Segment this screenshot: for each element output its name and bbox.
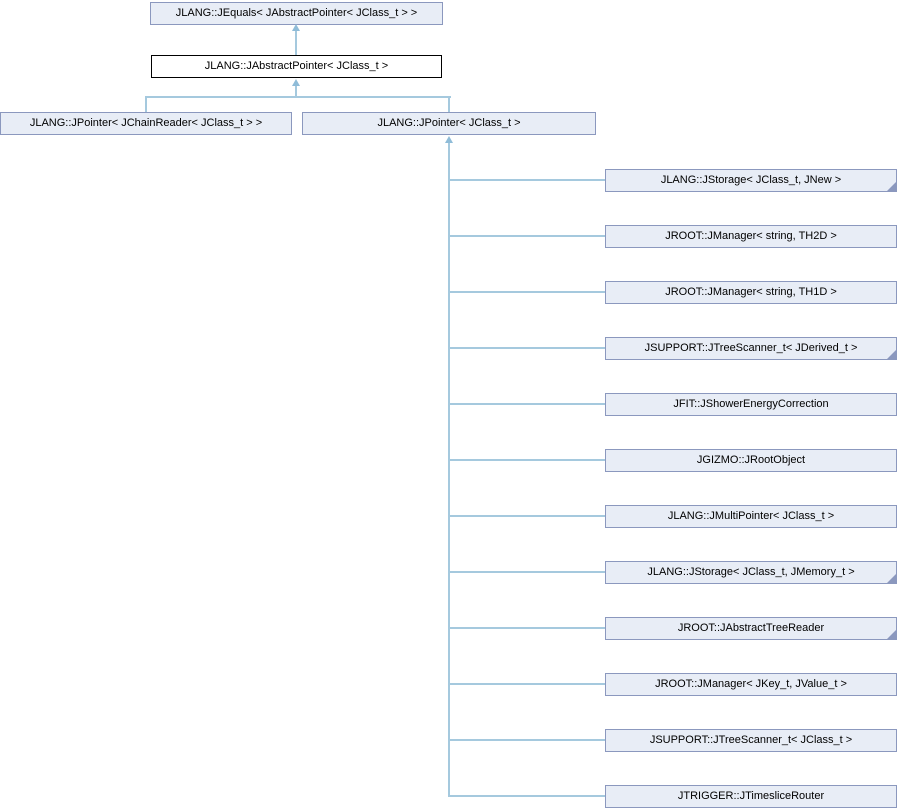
- edge-stub: [450, 739, 605, 741]
- class-node-jmanager-jkey-jvalue[interactable]: JROOT::JManager< JKey_t, JValue_t >: [605, 673, 897, 696]
- edge-stub: [450, 459, 605, 461]
- edge-stub: [450, 291, 605, 293]
- subclasses-fold-icon: [887, 182, 896, 191]
- class-node-label: JROOT::JManager< string, TH1D >: [665, 286, 837, 298]
- class-node-label: JROOT::JManager< string, TH2D >: [665, 230, 837, 242]
- inheritance-arrow-icon: [445, 136, 453, 143]
- edge-stub: [450, 403, 605, 405]
- class-node-jequals[interactable]: JLANG::JEquals< JAbstractPointer< JClass…: [150, 2, 443, 25]
- class-node-label: JTRIGGER::JTimesliceRouter: [677, 790, 825, 802]
- inheritance-arrow-icon: [292, 24, 300, 31]
- edge-stub: [450, 571, 605, 573]
- class-node-label: JGIZMO::JRootObject: [696, 454, 806, 466]
- class-node-jmultipointer[interactable]: JLANG::JMultiPointer< JClass_t >: [605, 505, 897, 528]
- class-node-jstorage-jmemory[interactable]: JLANG::JStorage< JClass_t, JMemory_t >: [605, 561, 897, 584]
- class-node-label: JLANG::JStorage< JClass_t, JMemory_t >: [647, 566, 855, 578]
- class-node-jmanager-th2d[interactable]: JROOT::JManager< string, TH2D >: [605, 225, 897, 248]
- class-node-label: JSUPPORT::JTreeScanner_t< JClass_t >: [649, 734, 853, 746]
- class-node-jtreescanner-jclass[interactable]: JSUPPORT::JTreeScanner_t< JClass_t >: [605, 729, 897, 752]
- class-node-jtreescanner-jderived[interactable]: JSUPPORT::JTreeScanner_t< JDerived_t >: [605, 337, 897, 360]
- inheritance-arrow-icon: [292, 79, 300, 86]
- edge-derived-trunk: [448, 143, 450, 797]
- class-node-jabstractpointer: JLANG::JAbstractPointer< JClass_t >: [151, 55, 442, 78]
- subclasses-fold-icon: [887, 350, 896, 359]
- class-node-label: JLANG::JMultiPointer< JClass_t >: [667, 510, 835, 522]
- edge-stub: [450, 347, 605, 349]
- class-node-label: JSUPPORT::JTreeScanner_t< JDerived_t >: [644, 342, 858, 354]
- class-node-jmanager-th1d[interactable]: JROOT::JManager< string, TH1D >: [605, 281, 897, 304]
- edge-stub: [450, 179, 605, 181]
- class-node-jpointer-chainreader[interactable]: JLANG::JPointer< JChainReader< JClass_t …: [0, 112, 292, 135]
- edge-stub: [450, 683, 605, 685]
- class-node-jstorage-jnew[interactable]: JLANG::JStorage< JClass_t, JNew >: [605, 169, 897, 192]
- edge-children-tee: [145, 96, 451, 98]
- class-node-label: JROOT::JAbstractTreeReader: [677, 622, 825, 634]
- class-node-jrootobject[interactable]: JGIZMO::JRootObject: [605, 449, 897, 472]
- class-node-label: JLANG::JStorage< JClass_t, JNew >: [660, 174, 842, 186]
- subclasses-fold-icon: [887, 630, 896, 639]
- class-node-jabstracttreereader[interactable]: JROOT::JAbstractTreeReader: [605, 617, 897, 640]
- edge-children-stem: [295, 86, 297, 96]
- subclasses-fold-icon: [887, 574, 896, 583]
- edge-stub: [450, 235, 605, 237]
- class-node-jshowerenergycorrection[interactable]: JFIT::JShowerEnergyCorrection: [605, 393, 897, 416]
- class-node-jtimeslicerouter[interactable]: JTRIGGER::JTimesliceRouter: [605, 785, 897, 808]
- edge-stub: [450, 795, 605, 797]
- edge-stub: [450, 515, 605, 517]
- class-node-label: JFIT::JShowerEnergyCorrection: [673, 398, 829, 410]
- edge-jabstractpointer-jequals: [295, 31, 297, 55]
- edge-drop-jpointer: [448, 96, 450, 112]
- class-node-jpointer[interactable]: JLANG::JPointer< JClass_t >: [302, 112, 596, 135]
- class-node-label: JROOT::JManager< JKey_t, JValue_t >: [655, 678, 847, 690]
- edge-stub: [450, 627, 605, 629]
- edge-drop-jpointer-chainreader: [145, 96, 147, 112]
